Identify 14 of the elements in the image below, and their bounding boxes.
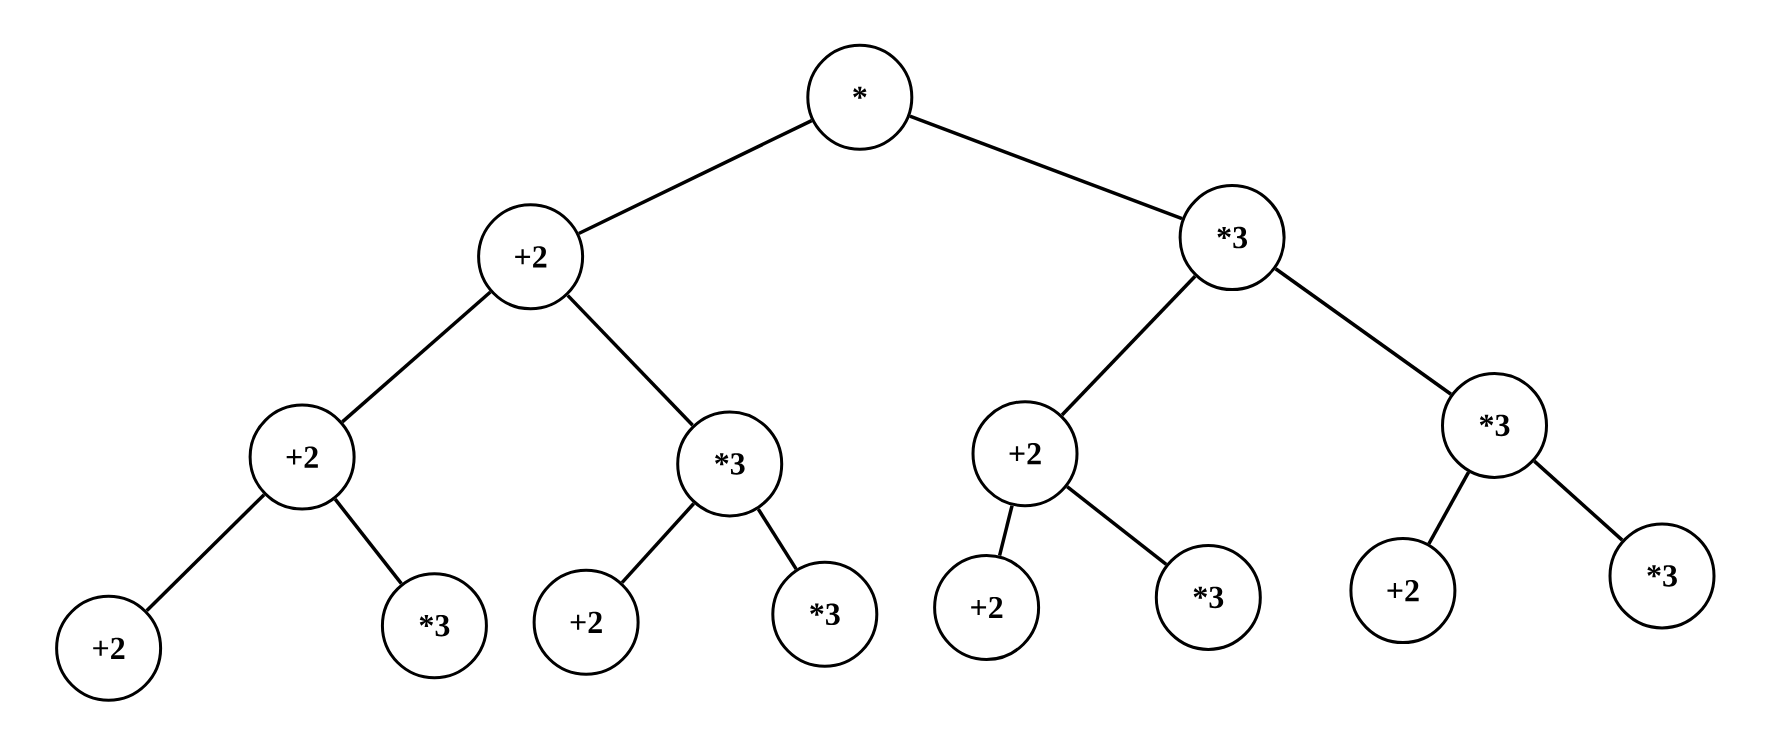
tree-edge [1533,459,1624,542]
tree-edge [1274,267,1453,396]
tree-edge [145,493,266,612]
tree-edge [620,502,696,584]
tree-edge [566,294,694,427]
tree-edge [1427,471,1471,545]
tree-edge [341,290,492,424]
tree-edge [1066,485,1168,566]
tree-edge [333,498,403,585]
tree-edge [997,505,1014,556]
tree-edge [909,114,1183,221]
tree-edge [1060,275,1197,417]
tree-edge [578,119,813,236]
tree-edge [756,508,798,570]
